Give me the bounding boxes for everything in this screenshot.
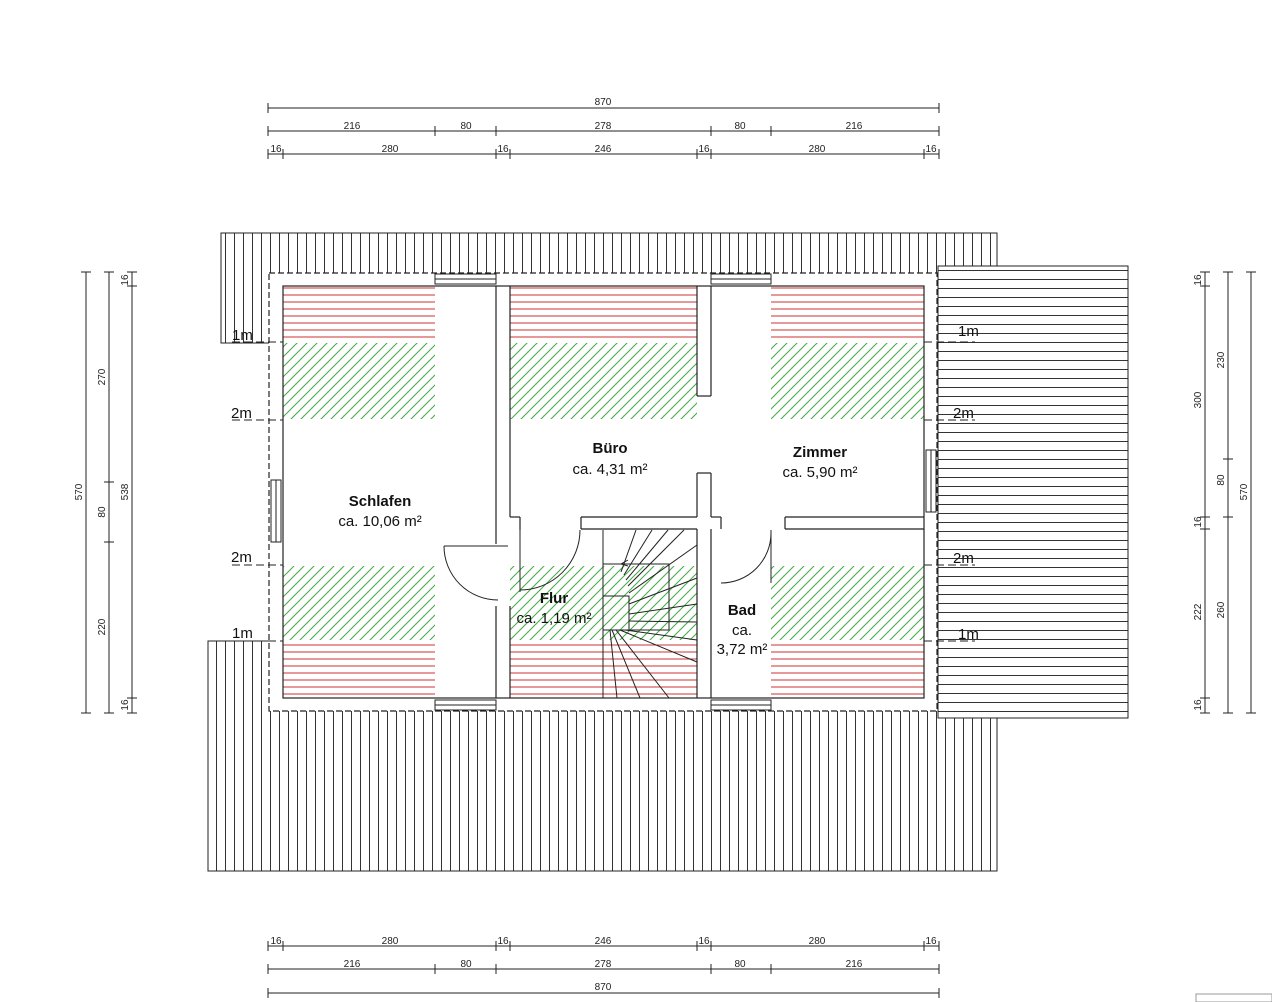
room-area-bad-line1: ca. xyxy=(732,622,752,639)
dim-top-inner-1: 16 xyxy=(270,144,282,155)
dim-top-inner-4: 246 xyxy=(595,144,612,155)
dim-left-inner-16-bottom: 16 xyxy=(120,699,131,711)
dim-top-inner-6: 280 xyxy=(809,144,826,155)
dimension-left-text: 570 80 270 220 538 16 16 xyxy=(74,274,131,711)
dim-right-inner-16-top: 16 xyxy=(1193,274,1204,286)
dim-bottom-inner-3: 16 xyxy=(497,936,509,947)
dim-right-mid-222: 222 xyxy=(1193,603,1204,620)
dim-bottom-total: 870 xyxy=(595,982,612,993)
dimension-top-text: 870 216 80 278 80 216 16 280 16 246 16 2… xyxy=(270,97,937,155)
room-labels: Schlafen ca. 10,06 m² Büro ca. 4,31 m² Z… xyxy=(338,440,857,658)
room-name-zimmer: Zimmer xyxy=(793,444,847,461)
room-area-schlafen: ca. 10,06 m² xyxy=(338,513,421,530)
dim-bottom-mid-3: 278 xyxy=(595,959,612,970)
label-2m-upper-left: 2m xyxy=(231,405,252,422)
dim-top-mid-2: 80 xyxy=(460,121,472,132)
dim-top-mid-5: 216 xyxy=(846,121,863,132)
dim-top-inner-7: 16 xyxy=(925,144,937,155)
dim-left-mid-538: 538 xyxy=(120,483,131,500)
dimension-right xyxy=(1200,271,1256,714)
room-name-buero: Büro xyxy=(593,440,628,457)
room-area-bad-line2: 3,72 m² xyxy=(717,641,768,658)
dim-left-total: 570 xyxy=(74,483,85,500)
label-1m-top-left: 1m xyxy=(232,327,253,344)
room-name-bad: Bad xyxy=(728,602,756,619)
label-2m-lower-right: 2m xyxy=(953,550,974,567)
dim-bottom-inner-4: 246 xyxy=(595,936,612,947)
room-name-flur: Flur xyxy=(540,590,568,607)
under-2m-zones xyxy=(283,343,924,640)
dimension-top xyxy=(267,103,940,159)
dimension-left xyxy=(81,271,137,714)
label-1m-top-right: 1m xyxy=(958,323,979,340)
room-area-zimmer: ca. 5,90 m² xyxy=(782,464,857,481)
label-2m-lower-left: 2m xyxy=(231,549,252,566)
roof-right xyxy=(937,265,1129,719)
label-2m-upper-right: 2m xyxy=(953,405,974,422)
dim-bottom-inner-7: 16 xyxy=(925,936,937,947)
dim-right-mid-300: 300 xyxy=(1193,391,1204,408)
dim-right-mid-230: 230 xyxy=(1216,351,1227,368)
dim-top-mid-4: 80 xyxy=(734,121,746,132)
dim-left-inner-220: 220 xyxy=(97,618,108,635)
dim-top-total: 870 xyxy=(595,97,612,108)
room-name-schlafen: Schlafen xyxy=(349,493,412,510)
dim-right-inner-16-bottom: 16 xyxy=(1193,699,1204,711)
corner-fragment xyxy=(1195,993,1272,1002)
dim-bottom-mid-1: 216 xyxy=(344,959,361,970)
dimension-bottom-text: 16 280 16 246 16 280 16 216 80 278 80 21… xyxy=(270,936,937,993)
dim-bottom-mid-2: 80 xyxy=(460,959,472,970)
dim-right-mid-80: 80 xyxy=(1216,474,1227,486)
dim-bottom-inner-6: 280 xyxy=(809,936,826,947)
dim-top-inner-2: 280 xyxy=(382,144,399,155)
dim-left-inner-270: 270 xyxy=(97,368,108,385)
room-area-buero: ca. 4,31 m² xyxy=(572,461,647,478)
dim-bottom-inner-2: 280 xyxy=(382,936,399,947)
dim-top-inner-5: 16 xyxy=(698,144,710,155)
dim-left-inner-16-top: 16 xyxy=(120,274,131,286)
walls xyxy=(268,272,938,712)
dim-right-mid-260: 260 xyxy=(1216,601,1227,618)
label-1m-bottom-left: 1m xyxy=(232,625,253,642)
windows xyxy=(270,273,937,711)
dim-right-inner-16-mid: 16 xyxy=(1193,516,1204,528)
dim-bottom-mid-4: 80 xyxy=(734,959,746,970)
dim-right-total: 570 xyxy=(1239,483,1250,500)
dim-bottom-mid-5: 216 xyxy=(846,959,863,970)
doors xyxy=(443,529,772,601)
height-labels: 1m 1m 2m 2m 2m 2m 1m 1m xyxy=(231,323,979,643)
label-1m-bottom-right: 1m xyxy=(958,626,979,643)
height-lines xyxy=(232,341,975,642)
dim-bottom-inner-1: 16 xyxy=(270,936,282,947)
dim-left-mid-80: 80 xyxy=(97,506,108,518)
dim-bottom-inner-5: 16 xyxy=(698,936,710,947)
staircase xyxy=(602,529,698,699)
dim-top-inner-3: 16 xyxy=(497,144,509,155)
room-area-flur: ca. 1,19 m² xyxy=(516,610,591,627)
dim-top-mid-3: 278 xyxy=(595,121,612,132)
dimension-right-text: 16 300 16 222 16 230 80 260 570 xyxy=(1193,274,1250,711)
dimension-bottom xyxy=(267,941,940,998)
dim-top-mid-1: 216 xyxy=(344,121,361,132)
